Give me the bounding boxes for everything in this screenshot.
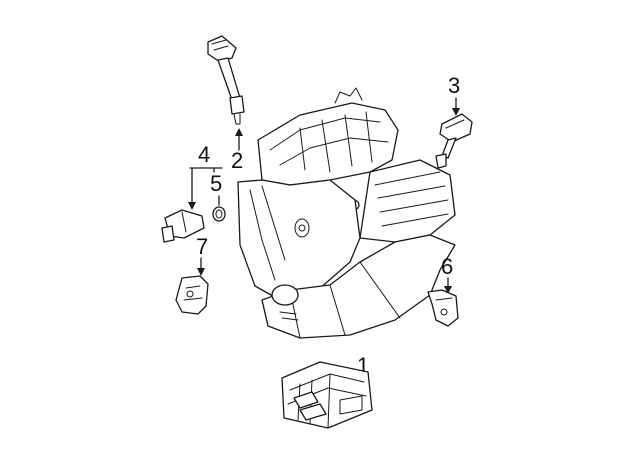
callout-4-5: 4 5	[188, 142, 223, 210]
callout-2: 2	[231, 128, 243, 173]
callout-number-7: 7	[196, 234, 208, 259]
callout-number-6: 6	[441, 254, 453, 279]
ignition-coil-part-2	[207, 35, 245, 125]
control-module-part-1	[281, 361, 373, 429]
callout-number-2: 2	[231, 148, 243, 173]
arrowhead-icon	[452, 108, 460, 116]
callout-number-3: 3	[448, 73, 460, 98]
arrowhead-icon	[188, 202, 196, 210]
callout-number-5: 5	[210, 171, 222, 196]
engine-block	[237, 87, 456, 339]
arrowhead-icon	[235, 128, 243, 136]
ignition-coil-part-3	[435, 113, 473, 169]
arrowhead-icon	[444, 286, 452, 294]
sensor-part-7	[175, 275, 209, 315]
callout-6: 6	[441, 254, 453, 294]
callout-3: 3	[448, 73, 460, 116]
sensor-part-6	[427, 289, 459, 327]
arrowhead-icon	[197, 268, 205, 276]
o-ring-part-5	[212, 206, 226, 222]
callout-number-4: 4	[198, 142, 210, 167]
callout-7: 7	[196, 234, 208, 276]
sensor-part-4	[161, 209, 205, 243]
